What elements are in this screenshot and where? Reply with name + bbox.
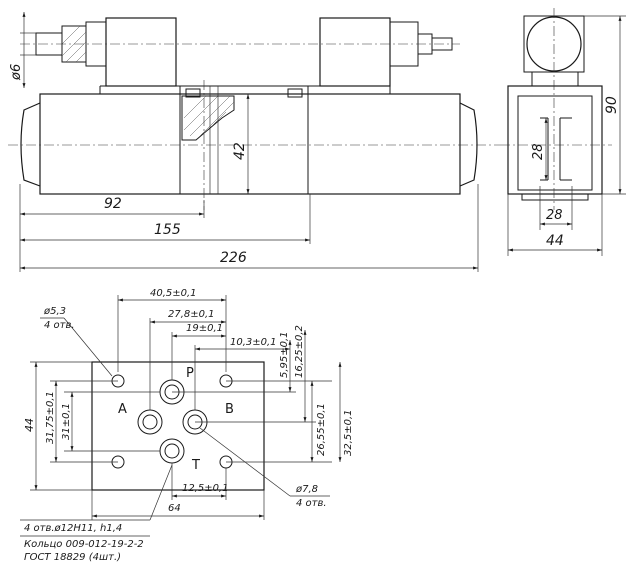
side-view: ø6 42 92 155 226: [8, 11, 500, 272]
dim-shaft-dia: ø6: [9, 64, 24, 81]
dim-27-8: 27,8±0,1: [168, 309, 215, 320]
port-a-inner: [142, 414, 158, 430]
dim-31-75: 31,75±0,1: [45, 391, 56, 444]
valve-body: [39, 93, 461, 195]
dim-31: 31±0,1: [61, 403, 72, 440]
mounting-face-view: P A B T 40,5±0,1 27,8±0,1 19±0,1 10,3±0,…: [20, 288, 354, 563]
note-line-2: Кольцо 009-012-19-2-2: [24, 539, 144, 550]
port-label-p: P: [186, 366, 194, 381]
dim-12-5: 12,5±0,1: [182, 483, 229, 494]
dim-44-plate: 44: [23, 418, 36, 432]
dim-44: 44: [546, 233, 564, 249]
end-body: [507, 85, 603, 195]
dim-5-95: 5,95±0,1: [279, 331, 290, 378]
dim-28-vertical: 28: [531, 143, 546, 160]
right-end-cap: [459, 102, 478, 187]
left-coil: [105, 17, 177, 87]
port-t-outer: [159, 438, 185, 464]
dim-155: 155: [154, 222, 181, 238]
right-coil: [319, 17, 391, 87]
left-end-cap: [20, 102, 41, 187]
port-label-t: T: [191, 458, 200, 473]
note-hole-dia: ø5,3: [43, 306, 66, 317]
cutaway-section: [181, 95, 235, 141]
dim-40-5: 40,5±0,1: [150, 288, 197, 299]
dim-26-55: 26,55±0,1: [316, 403, 327, 456]
note-line-1: 4 отв.ø12H11, h1,4: [24, 523, 122, 534]
central-block: [179, 85, 309, 195]
dim-92: 92: [104, 196, 122, 212]
end-view: 90 28 28 44: [500, 8, 626, 256]
port-a-outer: [137, 409, 163, 435]
dim-10-3: 10,3±0,1: [230, 337, 277, 348]
port-t-inner: [164, 443, 180, 459]
dim-height-42: 42: [232, 142, 248, 160]
dim-16-25: 16,25±0,2: [294, 325, 305, 378]
dim-64: 64: [168, 503, 181, 514]
dim-28-horizontal: 28: [546, 208, 563, 223]
note-line-3: ГОСТ 18829 (4шт.): [24, 552, 121, 563]
dim-19: 19±0,1: [186, 323, 223, 334]
dim-226: 226: [220, 250, 247, 266]
note-port-dia: ø7,8: [295, 484, 318, 495]
mounting-plate: [91, 361, 265, 491]
port-label-a: A: [118, 402, 127, 417]
dim-32-5: 32,5±0,1: [343, 409, 354, 456]
note-hole-qty: 4 отв.: [44, 320, 75, 331]
note-port-qty: 4 отв.: [296, 498, 327, 509]
port-label-b: B: [225, 402, 234, 417]
dim-90: 90: [604, 96, 620, 114]
